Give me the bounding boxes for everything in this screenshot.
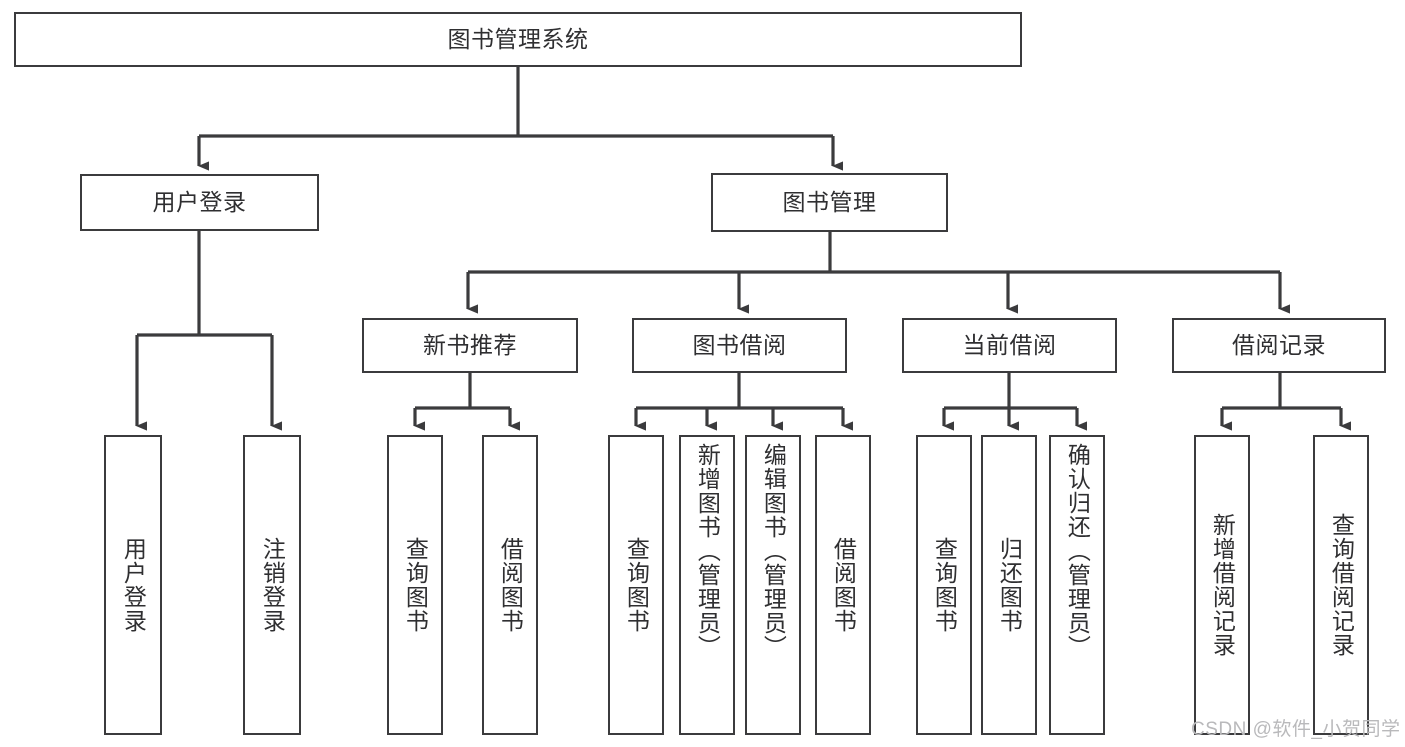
node-query-borrow-record[interactable]: 查询借阅记录	[1313, 435, 1369, 735]
node-return-book[interactable]: 归还图书	[981, 435, 1037, 735]
node-borrow-book-1[interactable]: 借阅图书	[482, 435, 538, 735]
node-current-borrow[interactable]: 当前借阅	[902, 318, 1117, 373]
node-add-book-admin[interactable]: 新增图书（管理员）	[679, 435, 735, 735]
node-query-book-3[interactable]: 查询图书	[916, 435, 972, 735]
node-book-borrow[interactable]: 图书借阅	[632, 318, 847, 373]
node-borrow-record[interactable]: 借阅记录	[1172, 318, 1386, 373]
watermark-credit: CSDN @软件_小贺同学	[1191, 719, 1401, 740]
node-borrow-book-2[interactable]: 借阅图书	[815, 435, 871, 735]
node-edit-book-admin[interactable]: 编辑图书（管理员）	[745, 435, 801, 735]
node-user-login-leaf[interactable]: 用户登录	[104, 435, 162, 735]
node-query-book-2[interactable]: 查询图书	[608, 435, 664, 735]
node-user-logout-leaf[interactable]: 注销登录	[243, 435, 301, 735]
node-add-borrow-record[interactable]: 新增借阅记录	[1194, 435, 1250, 735]
node-query-book-1[interactable]: 查询图书	[387, 435, 443, 735]
node-new-book-recommend[interactable]: 新书推荐	[362, 318, 578, 373]
node-book-management[interactable]: 图书管理	[711, 173, 948, 232]
node-root-system[interactable]: 图书管理系统	[14, 12, 1022, 67]
node-confirm-return-admin[interactable]: 确认归还（管理员）	[1049, 435, 1105, 735]
node-user-login[interactable]: 用户登录	[80, 174, 319, 231]
